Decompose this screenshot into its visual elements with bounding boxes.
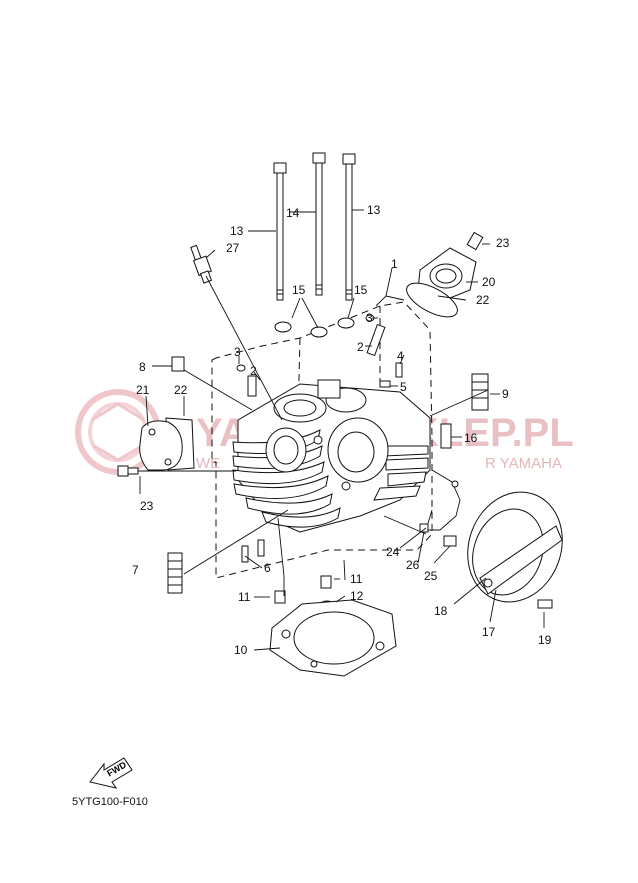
dowel-11-right xyxy=(320,575,332,589)
callout-7: 7 xyxy=(132,563,139,577)
valve-guide-2-left xyxy=(247,375,257,397)
dowel-11-left xyxy=(274,590,286,604)
callout-26: 26 xyxy=(406,558,420,572)
callout-10: 10 xyxy=(234,643,248,657)
callout-22-right: 22 xyxy=(476,293,490,307)
callout-5: 5 xyxy=(400,380,407,394)
washer-26 xyxy=(419,523,429,533)
callout-23-left: 23 xyxy=(140,499,154,513)
callout-17: 17 xyxy=(482,625,496,639)
cylinder-head xyxy=(232,379,431,533)
callout-18: 18 xyxy=(434,604,448,618)
head-assembly-outline xyxy=(211,301,433,579)
washer-15-left xyxy=(274,321,292,333)
washer-15-right xyxy=(310,326,328,338)
clip-3-left xyxy=(236,364,246,372)
callout-16: 16 xyxy=(464,431,478,445)
fwd-arrow-icon: FWD xyxy=(89,757,133,789)
callout-12: 12 xyxy=(350,589,364,603)
bolt-23-left xyxy=(117,465,139,477)
callout-11-left: 11 xyxy=(238,590,251,604)
watermark-tagline-prefix: WE xyxy=(196,455,220,472)
callout-labels: 1 2 2 3 3 4 5 6 7 8 9 10 11 11 12 13 13 … xyxy=(132,203,552,657)
plug-8 xyxy=(171,356,185,372)
washer-15-rear xyxy=(337,317,355,329)
bolt-23-right xyxy=(466,231,484,251)
watermark-tagline-suffix: R YAMAHA xyxy=(485,455,562,472)
plug-9 xyxy=(471,373,489,411)
diagram-code: 5YTG100-F010 xyxy=(72,796,148,808)
stud-6-b xyxy=(257,539,265,557)
callout-3-right: 3 xyxy=(366,311,373,325)
callout-25: 25 xyxy=(424,569,438,583)
side-cover-left xyxy=(139,417,195,471)
callout-13-left: 13 xyxy=(230,224,244,238)
callout-1: 1 xyxy=(391,257,398,271)
callout-6: 6 xyxy=(264,561,271,575)
callout-20: 20 xyxy=(482,275,496,289)
callout-13-right: 13 xyxy=(367,203,381,217)
dowel-5 xyxy=(379,380,391,388)
callout-4: 4 xyxy=(397,349,404,363)
callout-27: 27 xyxy=(226,241,240,255)
plug-7 xyxy=(167,552,183,594)
valve-guide-2-right xyxy=(366,323,386,357)
spark-plug xyxy=(190,244,213,284)
callout-14: 14 xyxy=(286,206,300,220)
callout-9: 9 xyxy=(502,387,509,401)
callout-22-left: 22 xyxy=(174,383,188,397)
callout-19: 19 xyxy=(538,633,552,647)
callout-21: 21 xyxy=(136,383,150,397)
bolt-25 xyxy=(443,535,457,547)
bolt-19 xyxy=(537,599,553,609)
head-cover xyxy=(467,491,563,603)
callout-3-left: 3 xyxy=(234,345,241,359)
intake-gasket-22 xyxy=(406,282,458,318)
head-bolts xyxy=(273,152,356,301)
callout-2-left: 2 xyxy=(250,364,257,378)
callout-15-right: 15 xyxy=(354,283,368,297)
callout-8: 8 xyxy=(139,360,146,374)
bolt-16 xyxy=(440,423,452,449)
callout-24: 24 xyxy=(386,545,400,559)
gasket-24 xyxy=(425,469,461,531)
head-gasket xyxy=(269,599,397,677)
callout-15-left: 15 xyxy=(292,283,306,297)
callout-2-right: 2 xyxy=(357,340,364,354)
watermark-brand-suffix: KLEP.PL xyxy=(410,411,574,455)
leader-lines xyxy=(138,209,545,651)
callout-23-right: 23 xyxy=(496,236,510,250)
stud-4 xyxy=(395,362,403,378)
stud-6-a xyxy=(241,545,249,563)
watermark: YA KLEP.PL WE R YAMAHA xyxy=(75,389,574,475)
callout-11-right: 11 xyxy=(350,572,363,586)
